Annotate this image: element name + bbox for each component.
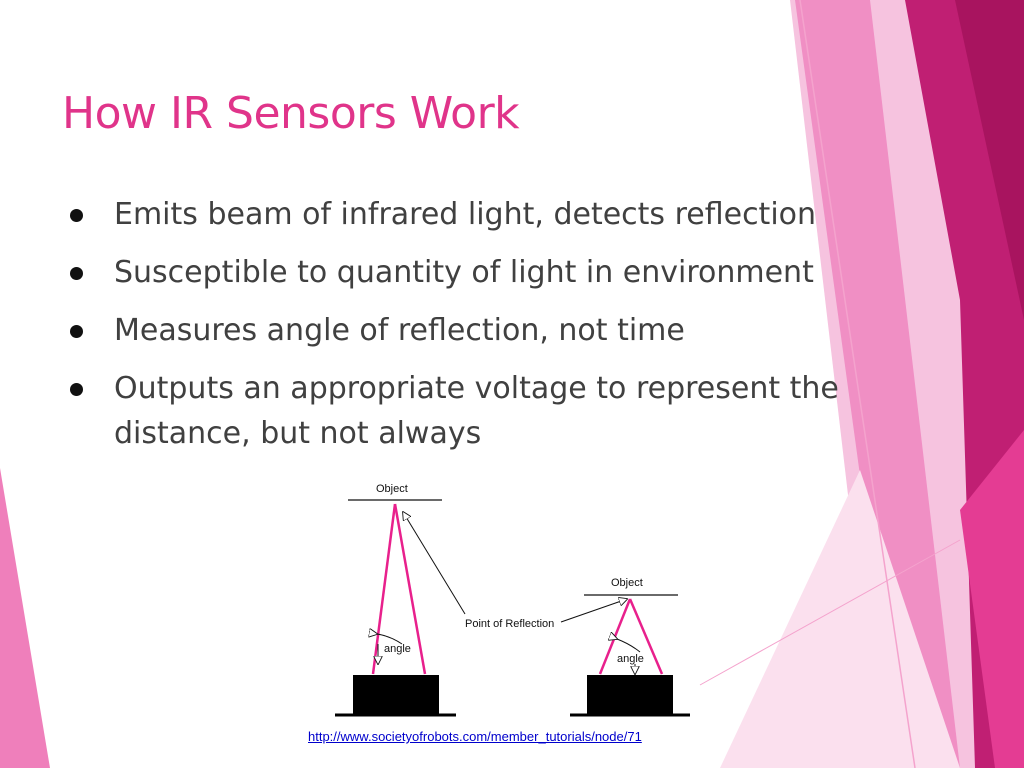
right-accent-shape-bright: [960, 430, 1024, 768]
right-accent-shape-mid: [795, 0, 960, 768]
right-object-label: Object: [611, 577, 643, 589]
source-link[interactable]: http://www.societyofrobots.com/member_tu…: [308, 729, 642, 744]
right-accent-shape-pale: [720, 470, 960, 768]
left-angle-arc: [377, 634, 403, 645]
left-accent-shape: [0, 468, 50, 768]
bullet-text: Emits beam of infrared light, detects re…: [114, 197, 817, 232]
reflection-pointer-right: [560, 599, 627, 623]
right-sensor-body: [587, 675, 673, 715]
decorative-line: [699, 539, 961, 686]
bullet-text: Susceptible to quantity of light in envi…: [114, 255, 814, 290]
ir-sensor-diagram: Object angle Point of Reflection Object …: [335, 483, 690, 717]
slide-title: How IR Sensors Work: [62, 88, 520, 139]
left-beam-emit: [371, 503, 397, 675]
bullet-dot-icon: [70, 209, 83, 222]
bullet-dot-icon: [70, 383, 83, 396]
left-angle-label: angle: [384, 643, 411, 655]
bullet-item: Measures angle of reflection, not time: [70, 308, 930, 353]
point-of-reflection-label: Point of Reflection: [465, 618, 554, 630]
right-accent-shape-deep: [955, 0, 1024, 320]
bullet-text: Measures angle of reflection, not time: [114, 313, 685, 348]
bullet-item: Outputs an appropriate voltage to repres…: [70, 366, 930, 456]
reflection-pointer-left: [403, 512, 466, 615]
left-object-label: Object: [376, 483, 408, 495]
bullet-item: Emits beam of infrared light, detects re…: [70, 192, 930, 237]
right-angle-arc: [617, 639, 641, 653]
decorative-line: [799, 0, 916, 768]
bullet-dot-icon: [70, 325, 83, 338]
right-beam-reflect: [628, 598, 664, 675]
left-beam-reflect: [393, 503, 427, 675]
bullet-dot-icon: [70, 267, 83, 280]
bullet-list: Emits beam of infrared light, detects re…: [70, 192, 930, 469]
right-angle-label: angle: [617, 653, 644, 665]
bullet-item: Susceptible to quantity of light in envi…: [70, 250, 930, 295]
left-sensor-body: [353, 675, 439, 715]
bullet-text: Outputs an appropriate voltage to repres…: [114, 371, 839, 451]
